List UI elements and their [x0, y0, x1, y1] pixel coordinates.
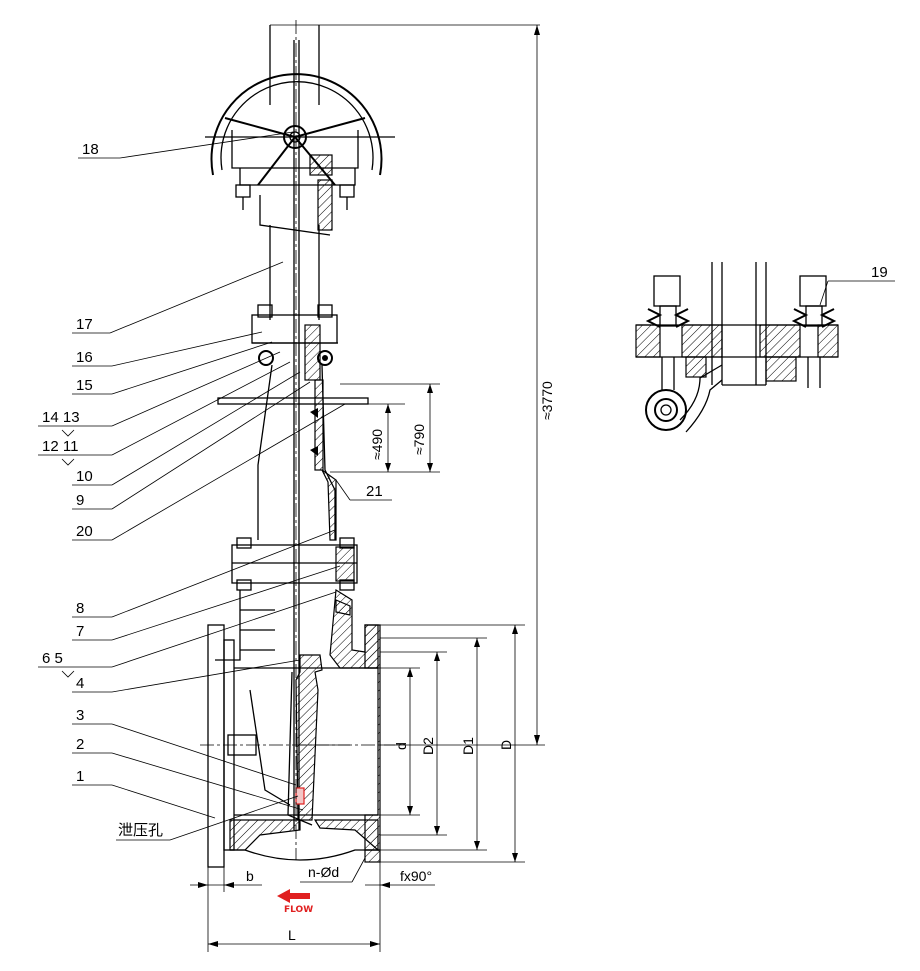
label-7: 7 — [76, 623, 84, 640]
label-4: 4 — [76, 675, 84, 692]
label-15: 15 — [76, 377, 93, 394]
label-18: 18 — [82, 141, 99, 158]
dimension-lines — [190, 25, 545, 952]
label-2: 2 — [76, 736, 84, 753]
label-8: 8 — [76, 600, 84, 617]
gearbox — [231, 130, 359, 236]
label-12-11: 12 11 — [42, 438, 78, 455]
label-6-5: 6 5 — [42, 650, 63, 667]
leader-lines — [38, 131, 895, 841]
dim-stroke-upper: ≈790 — [411, 424, 427, 455]
dim-D2: D2 — [420, 737, 436, 755]
label-14-13: 14 13 — [42, 409, 80, 426]
label-relief-hole: 泄压孔 — [118, 822, 163, 839]
dim-D1: D1 — [460, 737, 476, 755]
label-21: 21 — [366, 483, 383, 500]
handwheel — [205, 24, 540, 186]
center-lines — [200, 20, 395, 860]
dim-b: b — [246, 868, 254, 884]
dim-stroke-lower: ≈490 — [369, 429, 385, 460]
label-1: 1 — [76, 768, 84, 785]
label-10: 10 — [76, 468, 93, 485]
flow-arrow: FLOW — [277, 889, 313, 915]
wedge-disc — [287, 654, 350, 826]
body-bonnet-flange — [231, 537, 358, 591]
dim-height: ≈3770 — [539, 381, 555, 420]
dim-L: L — [288, 927, 296, 943]
label-9: 9 — [76, 492, 84, 509]
detail-view — [635, 262, 839, 433]
dim-d: d — [393, 742, 409, 750]
label-17: 17 — [76, 316, 93, 333]
label-20: 20 — [76, 523, 93, 540]
valve-body — [207, 588, 381, 868]
part-labels: 18 17 16 15 14 13 12 11 10 9 20 21 8 7 6… — [42, 141, 888, 839]
label-16: 16 — [76, 349, 93, 366]
dim-D: D — [498, 740, 514, 750]
dimension-texts: ≈3770 ≈790 ≈490 d D2 D1 D b L n-Ød fx90° — [246, 381, 555, 943]
label-19: 19 — [871, 264, 888, 281]
dim-bolts: n-Ød — [308, 864, 339, 880]
yoke-bonnet — [217, 304, 369, 541]
dim-face: fx90° — [400, 868, 432, 884]
flow-label: FLOW — [284, 905, 313, 915]
label-3: 3 — [76, 707, 84, 724]
